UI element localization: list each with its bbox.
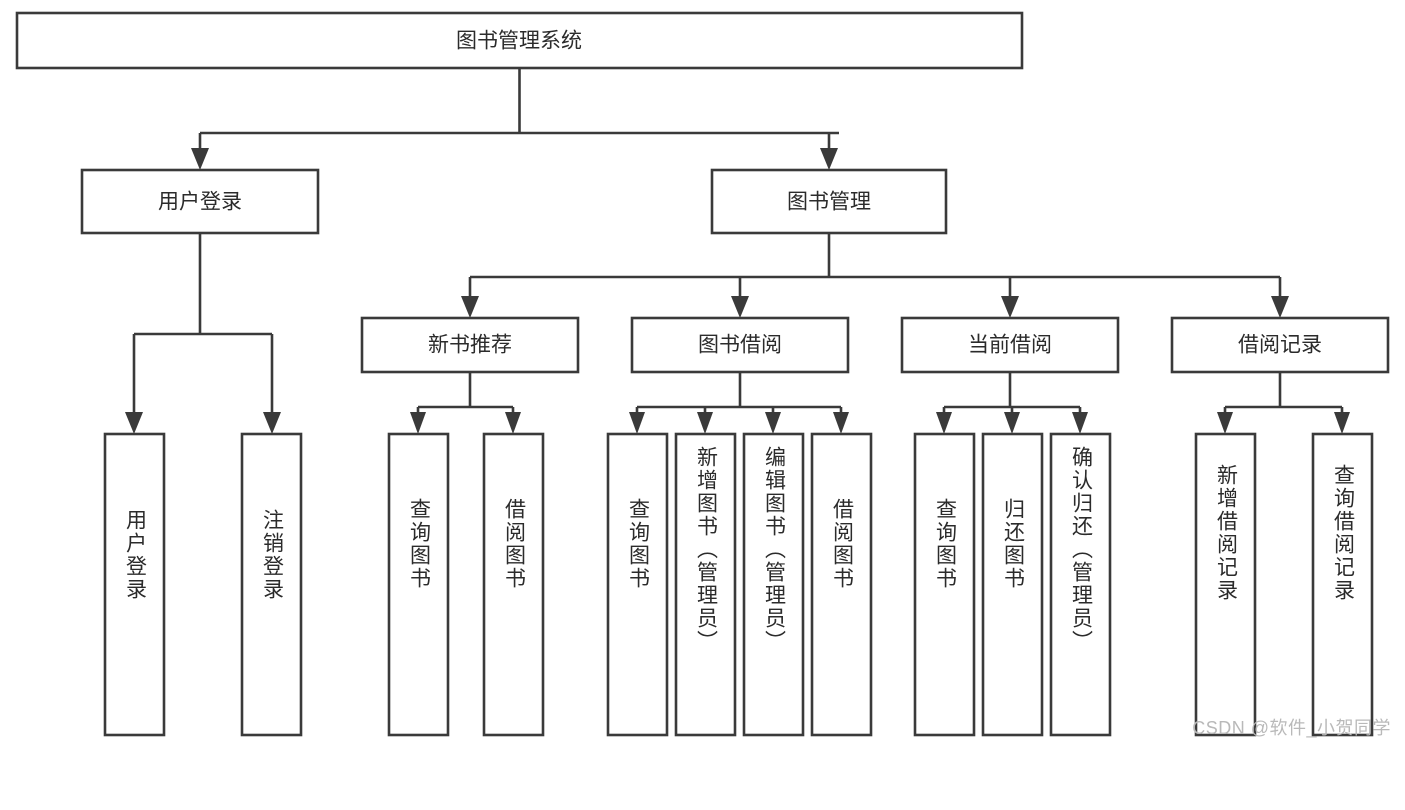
user-login-label: 用户登录 <box>158 191 242 214</box>
arrowhead-borrow-record <box>1271 296 1289 318</box>
leaf-box-borrow-book-2[interactable] <box>810 432 873 737</box>
book-management-label: 图书管理 <box>787 191 871 214</box>
leaf-box-query-record[interactable] <box>1311 432 1374 737</box>
arrowhead-book-manage <box>820 148 838 170</box>
arrowhead-leaf-query-book-3 <box>936 412 952 434</box>
book-management-box[interactable] <box>710 168 948 235</box>
leaf-box-add-book[interactable] <box>674 432 737 737</box>
node-new-book-recommendation[interactable]: 新书推荐 <box>360 316 580 374</box>
diagram-canvas-root: 图书管理系统 用户登录 图书管理 新书推荐 图书借阅 当前借阅 借阅记录 <box>15 11 1391 738</box>
user-login-box[interactable] <box>80 168 320 235</box>
borrowing-record-box[interactable] <box>1170 316 1390 374</box>
arrowhead-leaf-confirm-return <box>1072 412 1088 434</box>
hierarchy-diagram: 图书管理系统 用户登录 图书管理 新书推荐 图书借阅 当前借阅 借阅记录 <box>15 11 1390 737</box>
root-box[interactable] <box>15 11 1024 70</box>
node-current-borrowing[interactable]: 当前借阅 <box>900 316 1120 374</box>
root-label: 图书管理系统 <box>456 30 582 53</box>
leaf-box-layer <box>103 432 1374 737</box>
arrowhead-leaf-query-book-1 <box>410 412 426 434</box>
arrowhead-leaf-edit-book <box>765 412 781 434</box>
new-book-recommendation-label: 新书推荐 <box>428 334 512 357</box>
arrowhead-book-borrow <box>731 296 749 318</box>
leaf-box-query-book-3[interactable] <box>913 432 976 737</box>
leaf-box-user-login[interactable] <box>103 432 166 737</box>
book-borrowing-box[interactable] <box>630 316 850 374</box>
arrowhead-new-book-rec <box>461 296 479 318</box>
current-borrowing-label: 当前借阅 <box>968 334 1052 357</box>
leaf-box-edit-book[interactable] <box>742 432 805 737</box>
node-book-borrowing[interactable]: 图书借阅 <box>630 316 850 374</box>
borrowing-record-label: 借阅记录 <box>1238 334 1322 357</box>
arrowhead-leaf-borrow-book-2 <box>833 412 849 434</box>
arrowhead-leaf-borrow-book-1 <box>505 412 521 434</box>
leaf-box-return-book[interactable] <box>981 432 1044 737</box>
leaf-box-logout[interactable] <box>240 432 303 737</box>
arrowhead-user-login <box>191 148 209 170</box>
node-root-book-management-system[interactable]: 图书管理系统 <box>15 11 1024 70</box>
leaf-box-borrow-book-1[interactable] <box>482 432 545 737</box>
book-borrowing-label: 图书借阅 <box>698 334 782 357</box>
leaf-box-add-record[interactable] <box>1194 432 1257 737</box>
arrowhead-leaf-add-book <box>697 412 713 434</box>
arrowhead-leaf-add-record <box>1217 412 1233 434</box>
arrowhead-leaf-logout <box>263 412 281 434</box>
csdn-watermark: CSDN @软件_小贺同学 <box>1192 718 1391 738</box>
node-borrowing-record[interactable]: 借阅记录 <box>1170 316 1390 374</box>
arrowhead-leaf-user-login <box>125 412 143 434</box>
arrowhead-leaf-return-book <box>1004 412 1020 434</box>
arrowhead-leaf-query-book-2 <box>629 412 645 434</box>
current-borrowing-box[interactable] <box>900 316 1120 374</box>
new-book-recommendation-box[interactable] <box>360 316 580 374</box>
leaf-box-query-book-2[interactable] <box>606 432 669 737</box>
node-book-management[interactable]: 图书管理 <box>710 168 948 235</box>
arrowhead-leaf-query-record <box>1334 412 1350 434</box>
node-user-login[interactable]: 用户登录 <box>80 168 320 235</box>
connector-layer <box>125 68 1350 434</box>
leaf-box-query-book-1[interactable] <box>387 432 450 737</box>
arrowhead-current-borrow <box>1001 296 1019 318</box>
leaf-box-confirm-return[interactable] <box>1049 432 1112 737</box>
